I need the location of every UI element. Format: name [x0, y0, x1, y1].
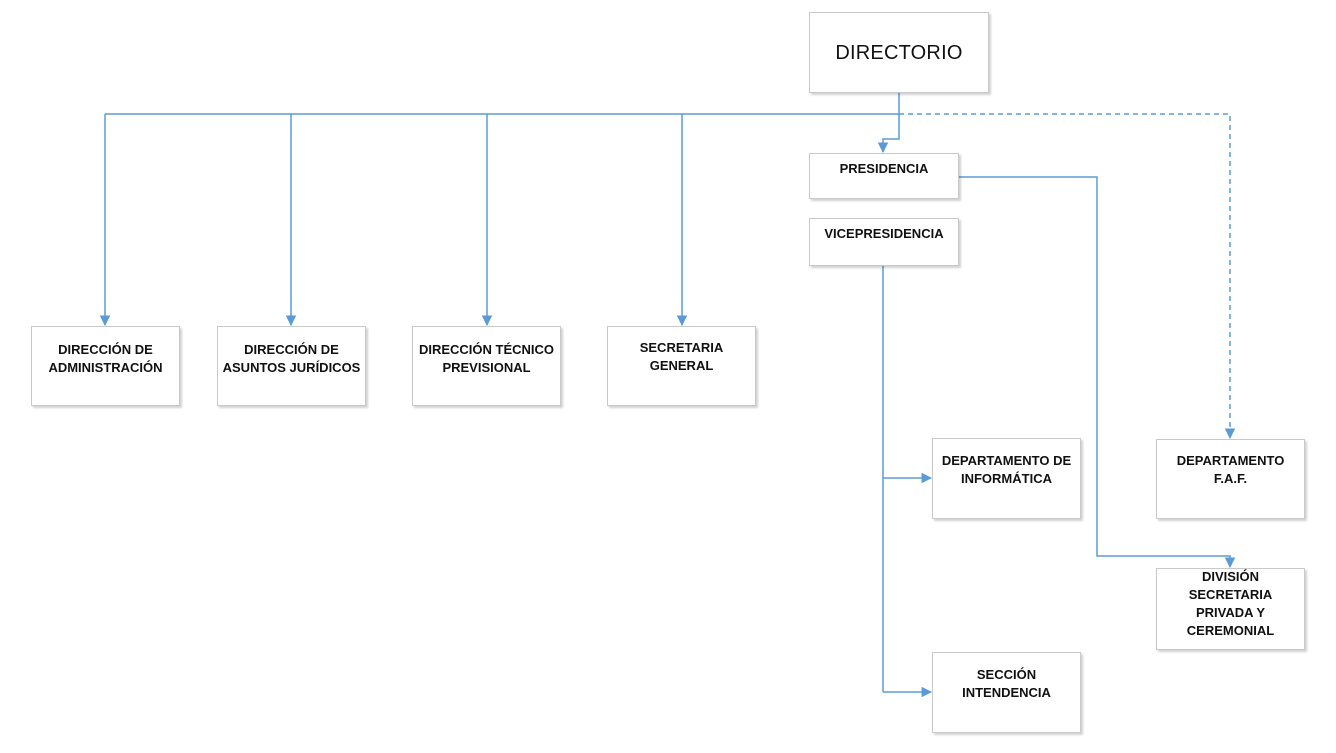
node-departamento-informatica: DEPARTAMENTO DE INFORMÁTICA: [932, 438, 1081, 519]
node-direccion-administracion: DIRECCIÓN DE ADMINISTRACIÓN: [31, 326, 180, 406]
connector-to-presidencia: [877, 114, 900, 154]
node-vicepresidencia: VICEPRESIDENCIA: [809, 218, 959, 266]
node-presidencia: PRESIDENCIA: [809, 153, 959, 199]
connector-to-departamento-faf: [899, 113, 1236, 440]
node-direccion-tecnico-previsional: DIRECCIÓN TÉCNICO PREVISIONAL: [412, 326, 561, 406]
node-departamento-faf: DEPARTAMENTO F.A.F.: [1156, 439, 1305, 519]
node-direccion-asuntos-juridicos: DIRECCIÓN DE ASUNTOS JURÍDICOS: [217, 326, 366, 406]
node-seccion-intendencia: SECCIÓN INTENDENCIA: [932, 652, 1081, 733]
node-division-secretaria-privada: DIVISIÓN SECRETARIA PRIVADA Y CEREMONIAL: [1156, 568, 1305, 650]
connector-to-division-secretaria-privada: [958, 176, 1236, 569]
node-secretaria-general: SECRETARIA GENERAL: [607, 326, 756, 406]
node-directorio: DIRECTORIO: [809, 12, 989, 93]
